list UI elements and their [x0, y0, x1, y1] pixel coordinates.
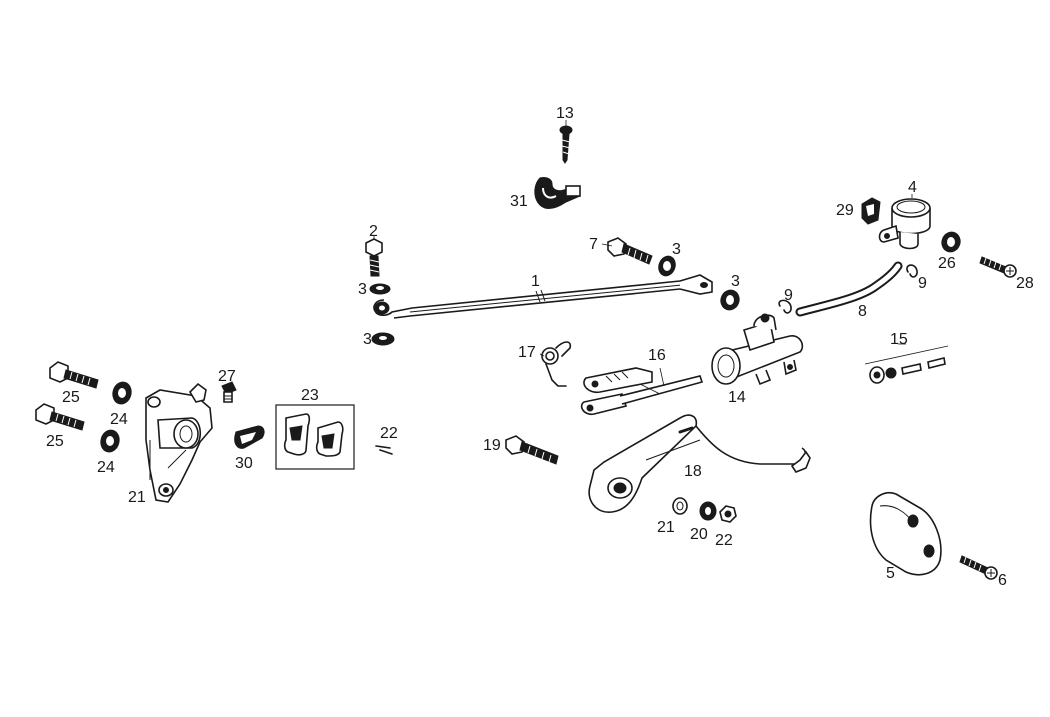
callout-19: 21 [657, 519, 675, 536]
callout-3-right-a: 3 [672, 241, 681, 258]
part-24-washer-lower [100, 429, 120, 453]
part-31-clamp [534, 177, 581, 209]
callout-12: 14 [728, 389, 746, 406]
callout-21: 21 [128, 489, 146, 506]
part-1-brake-rod [373, 274, 713, 319]
callout-3-lower: 3 [363, 331, 372, 348]
part-3-washer-upper [369, 283, 391, 295]
part-28-screw [979, 256, 1017, 278]
part-24-washer-upper [112, 381, 132, 405]
part-30-pad-spring [234, 425, 265, 449]
callout-31: 31 [510, 193, 528, 210]
part-3-washer-lower [371, 332, 395, 346]
callout-29: 29 [836, 202, 854, 219]
callout-9-left: 9 [784, 287, 793, 304]
callout-25-upper: 25 [62, 389, 80, 406]
part-3-washer-right-a [658, 255, 676, 277]
callout-17: 19 [483, 437, 501, 454]
part-4-reservoir [878, 198, 931, 250]
part-9-hose-clip-right [906, 264, 918, 278]
callout-labels: 13 31 2 3 3 1 7 3 3 4 29 26 28 9 9 8 15 … [46, 105, 1034, 589]
callout-20: 22 [715, 532, 733, 549]
part-17-bolt [505, 435, 559, 465]
callout-3-right-b: 3 [731, 273, 740, 290]
part-15-spring [541, 341, 572, 387]
callout-30: 30 [235, 455, 253, 472]
callout-14: 16 [648, 347, 666, 364]
part-3-washer-right-b [720, 289, 740, 311]
part-19-washer [672, 497, 688, 515]
callout-8: 8 [858, 303, 867, 320]
part-16-brake-pedal [588, 414, 811, 513]
part-20-nut [719, 505, 737, 523]
callout-24-upper: 24 [110, 411, 128, 428]
callout-5: 5 [886, 565, 895, 582]
callout-18: 20 [690, 526, 708, 543]
callout-13: 15 [890, 331, 908, 348]
part-26-washer [941, 231, 961, 253]
part-25-bolt-upper [49, 361, 99, 389]
part-13-pin-kit [864, 345, 949, 384]
part-29-clip [861, 197, 881, 225]
part-2-bolt [365, 238, 383, 277]
part-5-heel-guard [869, 491, 942, 576]
callout-26: 26 [938, 255, 956, 272]
part-21-brake-caliper [145, 382, 213, 503]
part-11-screw [559, 125, 573, 164]
callout-25-lower: 25 [46, 433, 64, 450]
callout-1: 1 [531, 273, 540, 290]
part-7-bolt [607, 237, 653, 265]
part-14-pushrod [580, 367, 704, 416]
part-23-brake-pad-set [275, 404, 355, 470]
part-27-bleeder-valve [221, 381, 237, 403]
part-8-hose [795, 261, 903, 317]
callout-28: 28 [1016, 275, 1034, 292]
callout-2: 2 [369, 223, 378, 240]
part-18-washer [699, 501, 717, 521]
callout-22: 22 [380, 425, 398, 442]
callout-11: 13 [556, 105, 574, 122]
part-9-hose-clip-left [778, 299, 792, 314]
part-25-bolt-lower [35, 403, 85, 431]
callout-24-lower: 24 [97, 459, 115, 476]
callout-15: 17 [518, 344, 536, 361]
part-6-screw [959, 555, 998, 580]
callout-7: 7 [589, 236, 598, 253]
part-12-master-cylinder [711, 313, 804, 386]
callout-27: 27 [218, 368, 236, 385]
callout-4: 4 [908, 179, 917, 196]
callout-23: 23 [301, 387, 319, 404]
callout-3-upper: 3 [358, 281, 367, 298]
callout-6: 6 [998, 572, 1007, 589]
callout-16: 18 [684, 463, 702, 480]
part-22-pin [375, 445, 393, 455]
leader-lines [373, 120, 913, 357]
callout-9-right: 9 [918, 275, 927, 292]
